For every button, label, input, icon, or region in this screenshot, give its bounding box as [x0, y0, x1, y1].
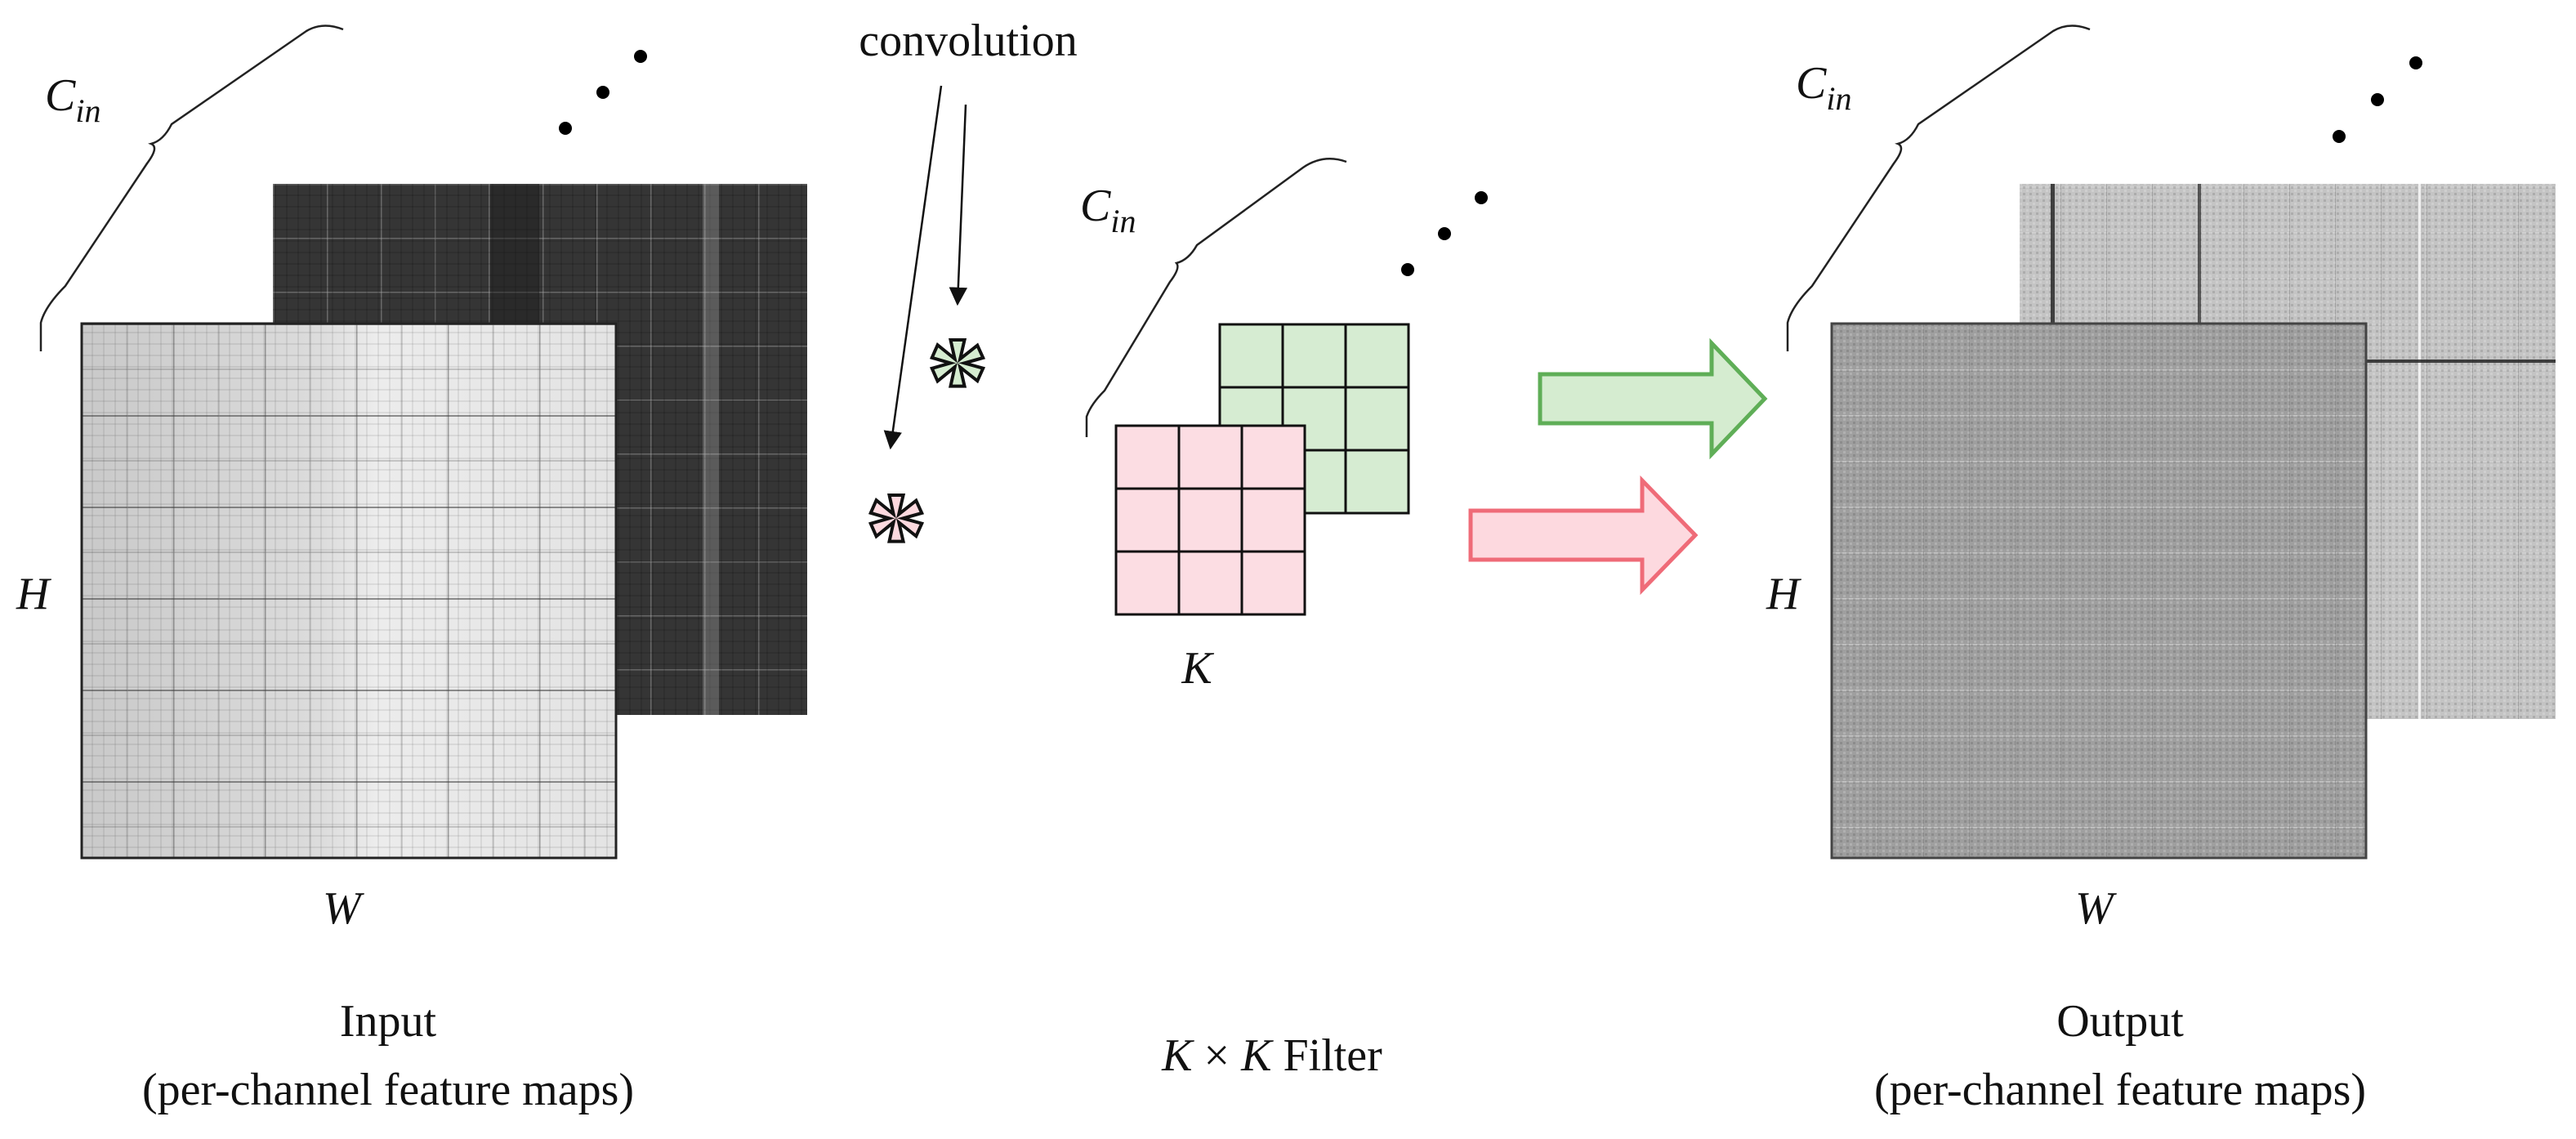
input-caption-line2: (per-channel feature maps): [142, 1065, 634, 1115]
convolution-arrow-pink: [883, 85, 943, 450]
input-front-feature-map: [80, 322, 618, 860]
output-ellipsis-dot: [2409, 56, 2422, 69]
filter-ellipsis-dot: [1438, 227, 1451, 240]
filter-front-grid: [1114, 424, 1306, 616]
input-channels-label: Cin: [45, 70, 100, 129]
green-output-arrow: [1538, 337, 1768, 460]
output-ellipsis-dot: [2371, 93, 2384, 106]
filter-back-cell: [1281, 323, 1347, 389]
filter-front-cell: [1177, 424, 1243, 490]
filter-ellipsis-dot: [1475, 191, 1488, 204]
input-height-label: H: [16, 569, 51, 619]
filter-front-cell: [1240, 487, 1306, 553]
filter-front-cell: [1114, 550, 1181, 616]
convolution-arrow-green: [949, 104, 968, 306]
pink-output-arrow: [1468, 475, 1699, 596]
filter-front-cell: [1177, 487, 1243, 553]
filter-channel-brace: [1085, 158, 1347, 437]
input-width-label: W: [323, 883, 364, 934]
filter-front-cell: [1177, 550, 1243, 616]
convolution-label: convolution: [859, 16, 1078, 66]
convolution-operator-pink: *: [866, 467, 927, 603]
filter-channels-label: Cin: [1080, 181, 1136, 239]
filter-front-cell: [1114, 487, 1181, 553]
filter-ellipsis-dot: [1401, 263, 1414, 276]
output-width-label: W: [2075, 883, 2117, 934]
input-caption-line1: Input: [340, 996, 437, 1047]
output-front-feature-map: [1830, 322, 2368, 860]
output-channels-label: Cin: [1796, 58, 1851, 117]
filter-front-cell: [1240, 424, 1306, 490]
output-height-label: H: [1766, 569, 1801, 619]
input-ellipsis-dot: [596, 86, 609, 99]
input-channel-brace: [39, 25, 344, 351]
filter-back-cell: [1344, 449, 1410, 515]
filter-front-cell: [1114, 424, 1181, 490]
filter-front-cell: [1240, 550, 1306, 616]
input-stack: Cin H W Input (per-channel feature maps): [16, 25, 807, 1115]
output-stack: Cin H W Output (per-channel feature maps…: [1766, 25, 2556, 1115]
filter-size-label: K: [1181, 643, 1214, 694]
filter-back-cell: [1218, 323, 1284, 389]
output-channel-brace: [1786, 25, 2091, 351]
input-ellipsis-dot: [634, 50, 647, 63]
output-ellipsis-dot: [2333, 130, 2346, 143]
convolution-operator-green: *: [927, 312, 989, 448]
output-caption-line1: Output: [2056, 996, 2184, 1047]
output-caption-line2: (per-channel feature maps): [1874, 1065, 2366, 1115]
input-ellipsis-dot: [559, 122, 572, 135]
filter-back-cell: [1344, 323, 1410, 389]
filter-back-cell: [1344, 386, 1410, 452]
